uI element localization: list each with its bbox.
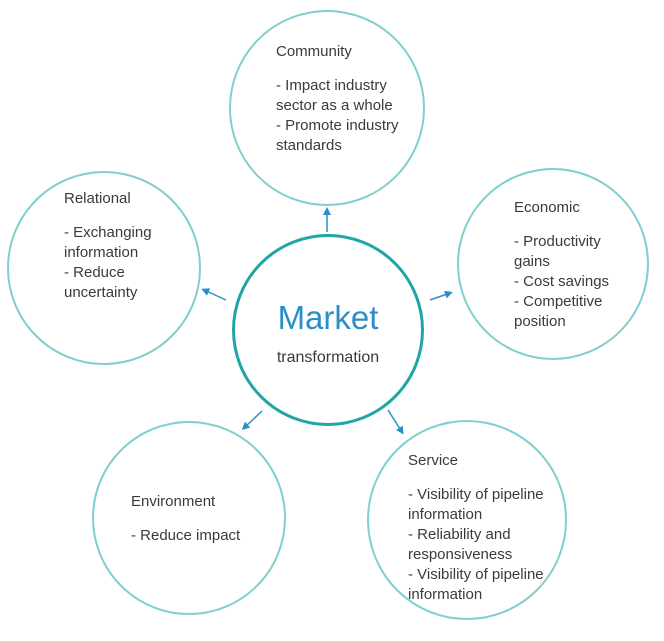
relational-node: Relational - Exchanging information - Re…	[64, 189, 179, 303]
environment-circle	[92, 421, 286, 615]
economic-item: - Cost savings	[514, 273, 610, 290]
service-title: Service	[408, 452, 459, 469]
relational-title: Relational	[64, 190, 131, 207]
community-circle	[229, 10, 425, 206]
economic-node: Economic - Productivity gains - Cost sav…	[514, 198, 629, 332]
environment-items: - Reduce impact	[131, 526, 271, 546]
economic-items: - Productivity gains - Cost savings - Co…	[514, 232, 629, 332]
community-item: - Promote industry standards	[276, 117, 399, 154]
economic-item: - Productivity gains	[514, 233, 601, 270]
relational-item: - Exchanging information	[64, 224, 152, 261]
relational-circle	[7, 171, 201, 365]
arrow-to-service	[387, 409, 404, 435]
community-item: - Impact industry sector as a whole	[276, 77, 393, 114]
arrow-to-relational	[201, 288, 227, 301]
economic-title: Economic	[514, 199, 580, 216]
relational-items: - Exchanging information - Reduce uncert…	[64, 223, 179, 303]
center-circle	[232, 234, 424, 426]
service-item: - Visibility of pipeline information	[408, 486, 544, 523]
service-item: - Visibility of pipeline information	[408, 566, 544, 603]
service-item: - Reliability and responsiveness	[408, 526, 513, 563]
economic-item: - Competitive position	[514, 293, 603, 330]
service-circle	[367, 420, 567, 620]
service-node: Service - Visibility of pipeline informa…	[408, 451, 568, 605]
environment-item: - Reduce impact	[131, 527, 241, 544]
economic-circle	[457, 168, 649, 360]
environment-node: Environment - Reduce impact	[131, 492, 271, 546]
service-items: - Visibility of pipeline information - R…	[408, 485, 568, 605]
arrow-to-economic	[429, 290, 453, 301]
arrow-to-environment	[241, 410, 263, 431]
relational-item: - Reduce uncertainty	[64, 264, 138, 301]
community-node: Community - Impact industry sector as a …	[276, 42, 416, 156]
center-title: Market	[277, 299, 379, 336]
community-title: Community	[276, 43, 352, 60]
community-items: - Impact industry sector as a whole - Pr…	[276, 76, 416, 156]
environment-title: Environment	[131, 493, 216, 510]
center-subtitle: transformation	[276, 349, 380, 366]
